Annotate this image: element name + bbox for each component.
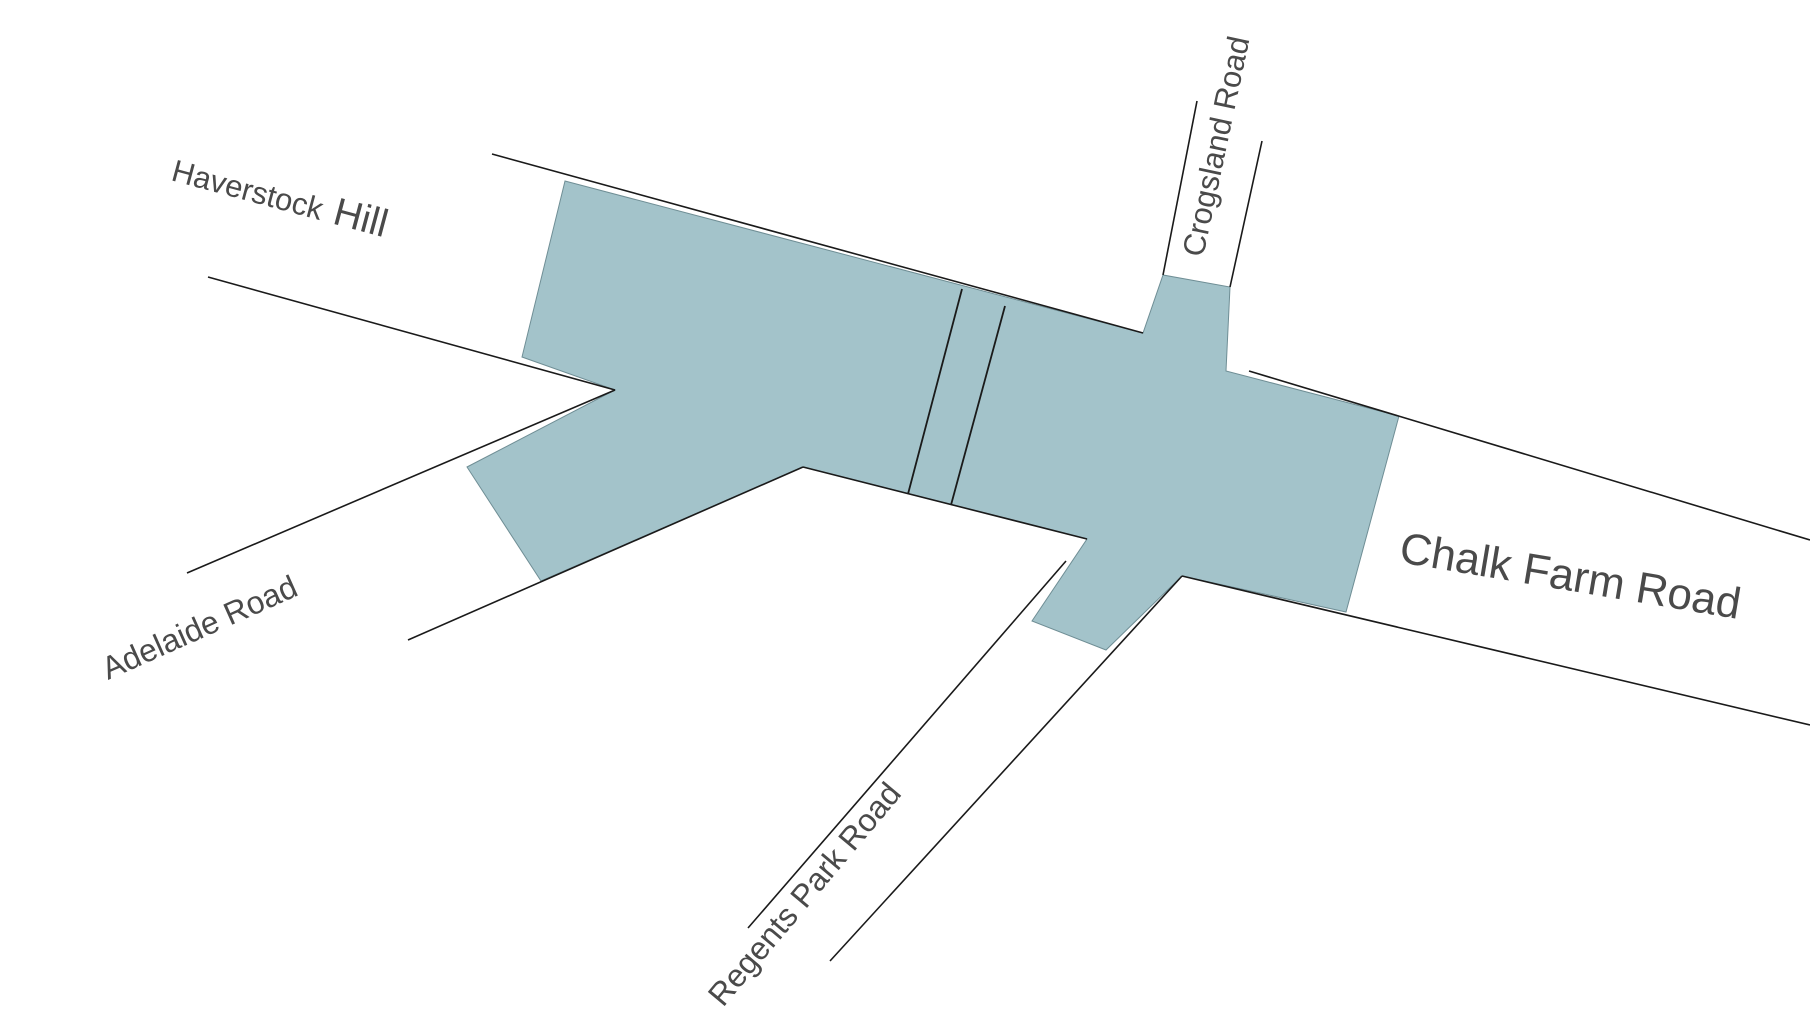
label-regents-park-road: Regents Park Road [701,775,908,1012]
crossing-line-west [907,288,963,495]
label-haverstock-hill: HaverstockHill [168,147,393,246]
adelaide-road-lower-edge [407,466,804,641]
haverstock-hill-lower-edge [207,276,616,391]
crogsland-road-east-edge [1229,140,1263,288]
chalk-farm-road-upper-edge [1248,370,1810,541]
main-lower-edge-west [802,466,1088,540]
regents-park-road-west-edge [747,560,1067,929]
crogsland-road-west-edge [1162,100,1198,276]
crossing-line-east [950,305,1006,506]
regents-park-road-east-edge [829,575,1183,962]
label-chalk-farm-road: Chalk Farm Road [1396,524,1744,629]
junction-area [466,180,1400,651]
label-adelaide-road: Adelaide Road [96,568,302,686]
haverstock-hill-upper-edge [491,153,1144,334]
road-edges [186,100,1810,962]
adelaide-road-upper-edge [186,389,616,574]
chalk-farm-road-lower-edge [1181,575,1810,726]
pedestrian-crossing [907,288,1006,506]
